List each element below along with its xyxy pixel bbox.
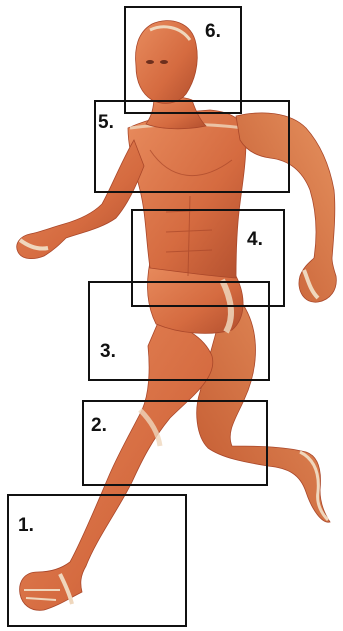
region-label-3: 3.	[100, 342, 116, 361]
region-label-1: 1.	[18, 516, 34, 535]
region-label-4: 4.	[247, 230, 263, 249]
region-box-1	[7, 494, 187, 627]
region-box-6	[124, 6, 242, 114]
region-box-2	[82, 400, 268, 486]
region-label-6: 6.	[205, 22, 221, 41]
region-label-5: 5.	[98, 113, 114, 132]
region-label-2: 2.	[91, 416, 107, 435]
region-box-4	[131, 209, 285, 307]
